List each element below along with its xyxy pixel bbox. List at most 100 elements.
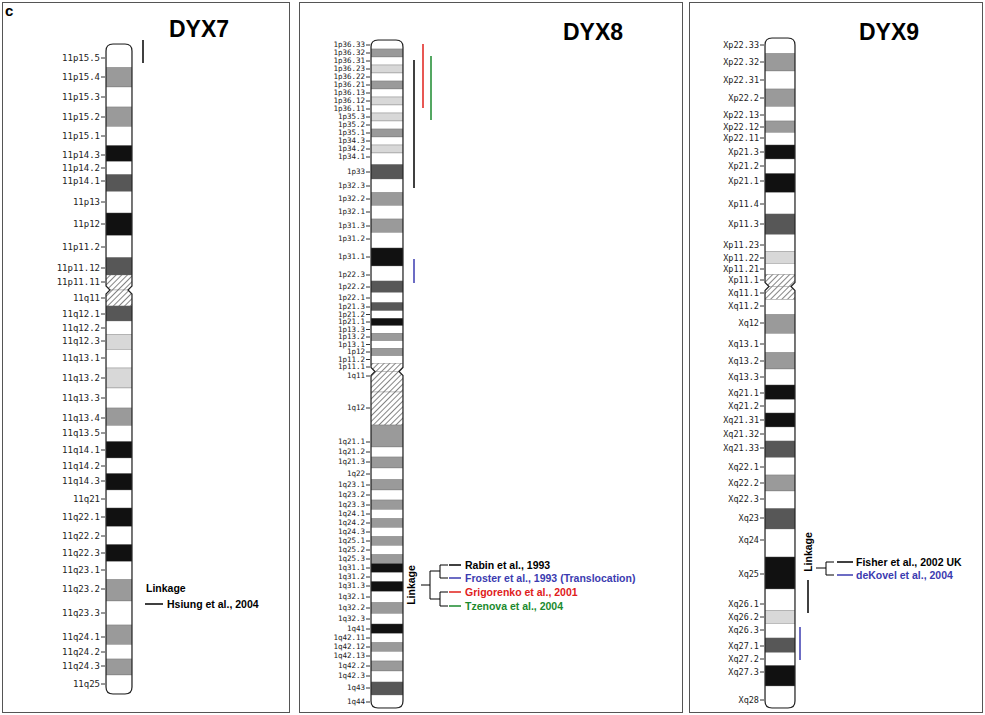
- band: [765, 427, 795, 441]
- linkage-bracket: [421, 565, 448, 606]
- band: [371, 624, 403, 634]
- band-label: 1q12: [347, 404, 365, 412]
- band-label: Xp21.1: [728, 177, 759, 186]
- band-tick: [760, 269, 764, 270]
- band-label: Xq26.2: [728, 613, 759, 622]
- band-tick: [101, 328, 105, 329]
- band-tick: [760, 245, 764, 246]
- band: [106, 601, 132, 625]
- band-label: 1p36.11: [333, 105, 365, 113]
- band-label: 11q24.1: [62, 633, 100, 642]
- band: [765, 133, 795, 146]
- band-label: Xp22.12: [723, 123, 759, 132]
- band: [371, 695, 403, 708]
- band-label: 1p35.1: [338, 129, 365, 137]
- band-tick: [366, 239, 370, 240]
- band-label: Xq21.1: [728, 389, 759, 398]
- band-label: 1p32.2: [338, 195, 365, 203]
- band: [371, 546, 403, 555]
- band: [765, 235, 795, 252]
- band: [106, 127, 132, 146]
- legend-dash: [449, 591, 461, 593]
- band: [371, 179, 403, 193]
- band-tick: [101, 358, 105, 359]
- band: [765, 529, 795, 557]
- band-tick: [760, 483, 764, 484]
- band-tick: [760, 617, 764, 618]
- band-label: 1q23.2: [338, 491, 365, 499]
- band: [371, 356, 403, 364]
- band-tick: [760, 467, 764, 468]
- band-label: 11p15.4: [62, 73, 100, 82]
- band-label: 11q22.1: [62, 513, 100, 522]
- band-label: 1q32.3: [338, 615, 365, 623]
- band: [371, 248, 403, 266]
- band-label: 1q31.3: [338, 582, 365, 590]
- chromosome-outline: [765, 38, 795, 708]
- band: [765, 385, 795, 400]
- band: [765, 159, 795, 174]
- band-tick: [366, 568, 370, 569]
- band: [765, 107, 795, 122]
- band-tick: [366, 344, 370, 345]
- legend-dash: [837, 561, 853, 563]
- band-tick: [760, 45, 764, 46]
- band-tick: [760, 80, 764, 81]
- band-label: 11q24.3: [62, 662, 100, 671]
- band: [765, 441, 795, 458]
- band-label: Xq11.1: [728, 289, 759, 298]
- band-tick: [366, 688, 370, 689]
- citation: Tzenova et al., 2004: [465, 601, 563, 612]
- band-label: 1p21.3: [338, 303, 365, 311]
- band-tick: [366, 337, 370, 338]
- band-label: 11q12.3: [62, 337, 100, 346]
- panel-letter: c: [5, 3, 13, 18]
- band-tick: [760, 293, 764, 294]
- band: [106, 490, 132, 508]
- band-tick: [101, 247, 105, 248]
- band-label: 11q25: [73, 680, 100, 689]
- band-label: 1p32.1: [338, 208, 365, 216]
- band-label: 11p14.3: [62, 151, 100, 160]
- band: [371, 537, 403, 546]
- band-tick: [366, 109, 370, 110]
- band-tick: [366, 101, 370, 102]
- band-tick: [101, 570, 105, 571]
- citation: Fisher et al., 2002 UK: [856, 557, 962, 568]
- band: [765, 121, 795, 133]
- band-label: 11q13.5: [62, 429, 100, 438]
- band-tick: [101, 418, 105, 419]
- band-label: 11p15.2: [62, 113, 100, 122]
- band-label: 1q11: [347, 372, 365, 380]
- band-label: 1p36.12: [333, 97, 365, 105]
- band: [765, 71, 795, 89]
- band: [371, 318, 403, 326]
- band-label: Xq24: [739, 536, 759, 545]
- band-tick: [366, 307, 370, 308]
- band-tick: [760, 62, 764, 63]
- band-tick: [760, 540, 764, 541]
- band: [371, 468, 403, 480]
- band-tick: [760, 377, 764, 378]
- band: [371, 165, 403, 180]
- band: [371, 281, 403, 293]
- band-label: Xq11.2: [728, 302, 759, 311]
- band: [765, 400, 795, 414]
- band: [371, 97, 403, 105]
- band: [106, 408, 132, 426]
- band-tick: [366, 352, 370, 353]
- band-label: Xq28: [739, 696, 759, 705]
- band-tick: [760, 127, 764, 128]
- band: [106, 625, 132, 645]
- band: [765, 353, 795, 370]
- band: [106, 659, 132, 675]
- band-label: Xq21.33: [723, 444, 759, 453]
- band-label: Xp22.32: [723, 58, 759, 67]
- band: [371, 49, 403, 57]
- legend-dash: [837, 574, 853, 576]
- band-tick: [101, 378, 105, 379]
- band: [371, 671, 403, 682]
- band-label: 1q31.2: [338, 573, 365, 581]
- band: [106, 192, 132, 214]
- band-tick: [366, 586, 370, 587]
